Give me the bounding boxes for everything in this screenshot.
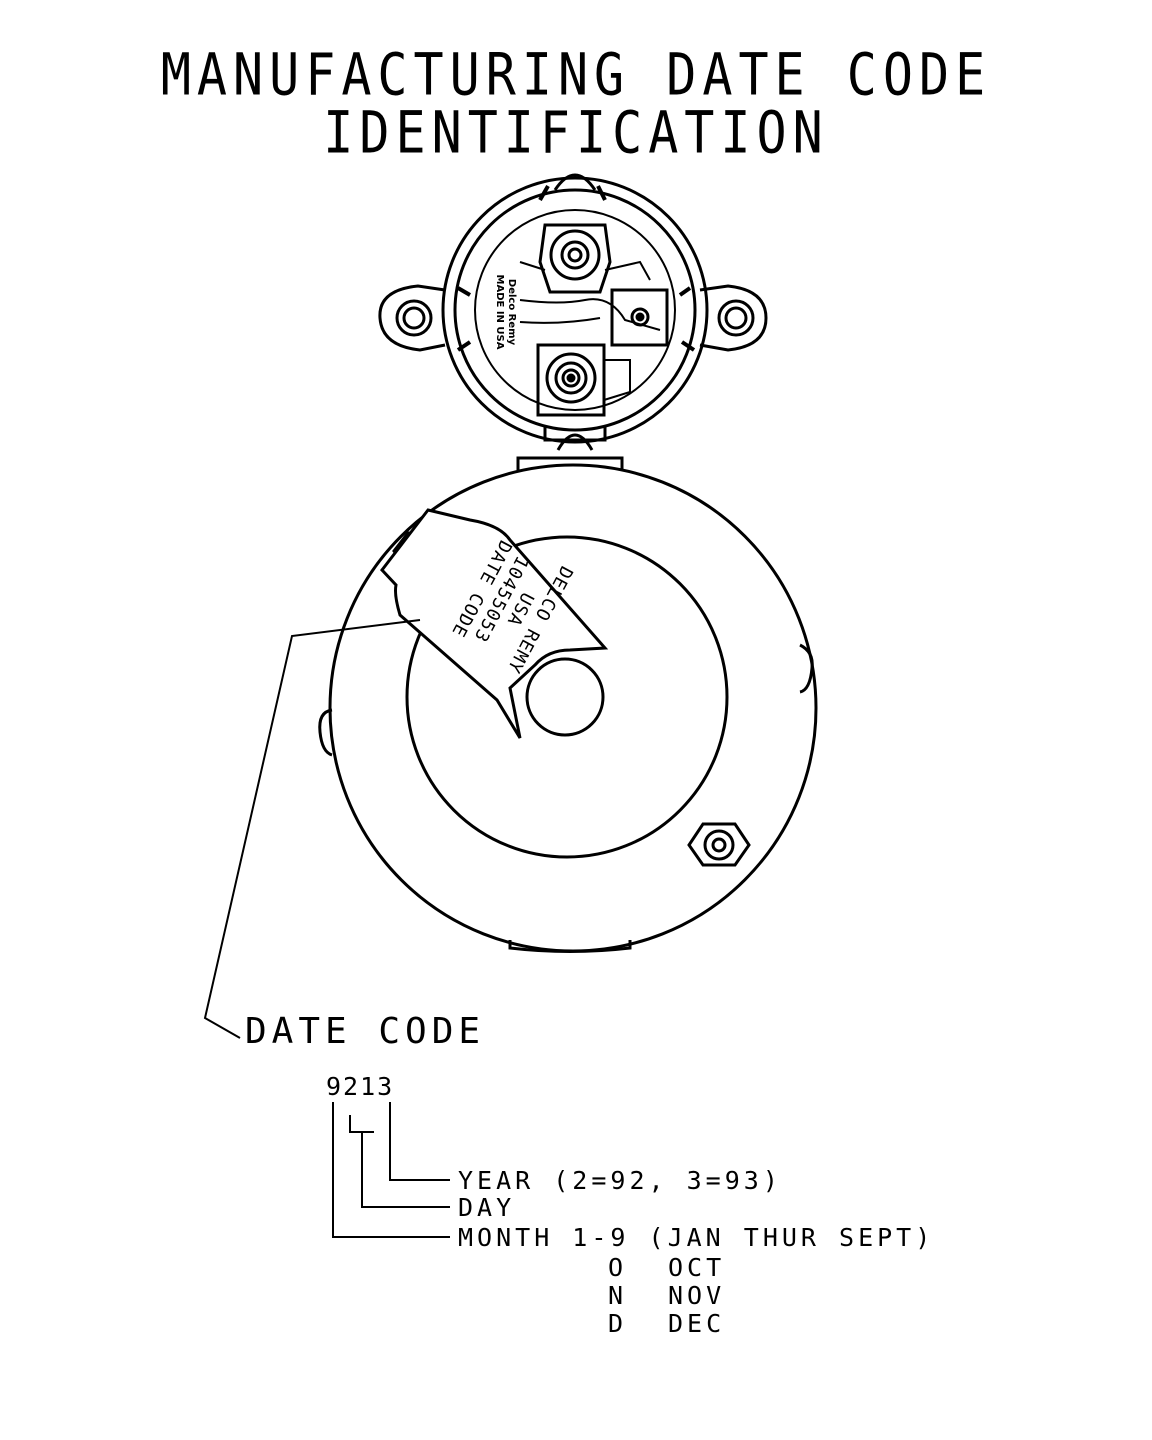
diagram-subtitle: IDENTIFICATION xyxy=(323,99,829,167)
legend-day: DAY xyxy=(458,1193,516,1222)
motor-terminal-nut xyxy=(545,352,597,404)
legend-nov-code: N xyxy=(608,1281,628,1310)
legend-month: MONTH 1-9 (JAN THUR SEPT) xyxy=(458,1223,935,1252)
legend-year: YEAR (2=92, 3=93) xyxy=(458,1166,782,1195)
date-code-example: 9213 xyxy=(326,1072,395,1101)
solenoid-housing-outer xyxy=(441,176,709,444)
solenoid-brand: Delco Remy xyxy=(506,278,517,346)
day-bracket xyxy=(349,1115,374,1133)
right-mounting-ear xyxy=(699,284,768,352)
solenoid xyxy=(378,173,768,451)
lower-bolt xyxy=(703,829,735,861)
right-tab xyxy=(799,643,814,694)
tag-hole xyxy=(525,657,605,737)
solenoid-plate-text: Delco Remy MADE IN USA xyxy=(493,272,517,352)
legend-brackets xyxy=(332,1102,450,1238)
motor-frame-inner xyxy=(405,535,729,859)
date-code-tag xyxy=(380,508,609,739)
legend-dec-name: DEC xyxy=(668,1309,726,1338)
legend-oct-name: OCT xyxy=(668,1253,726,1282)
battery-terminal-nut xyxy=(549,229,601,281)
month-bracket xyxy=(332,1102,450,1238)
left-tab xyxy=(318,708,333,757)
bottom-tab xyxy=(508,940,632,953)
legend-dec-code: D xyxy=(608,1309,628,1338)
year-bracket xyxy=(389,1102,450,1181)
diagram-title: MANUFACTURING DATE CODE xyxy=(160,41,992,109)
date-code-label: DATE CODE xyxy=(245,1011,486,1052)
legend-nov-name: NOV xyxy=(668,1281,726,1310)
left-mounting-ear xyxy=(378,284,446,352)
legend-oct-code: O xyxy=(608,1253,628,1282)
solenoid-housing-inner xyxy=(453,188,697,432)
solenoid-origin: MADE IN USA xyxy=(494,274,505,350)
switch-terminal xyxy=(610,288,669,347)
date-code-leader-line xyxy=(203,619,421,1039)
